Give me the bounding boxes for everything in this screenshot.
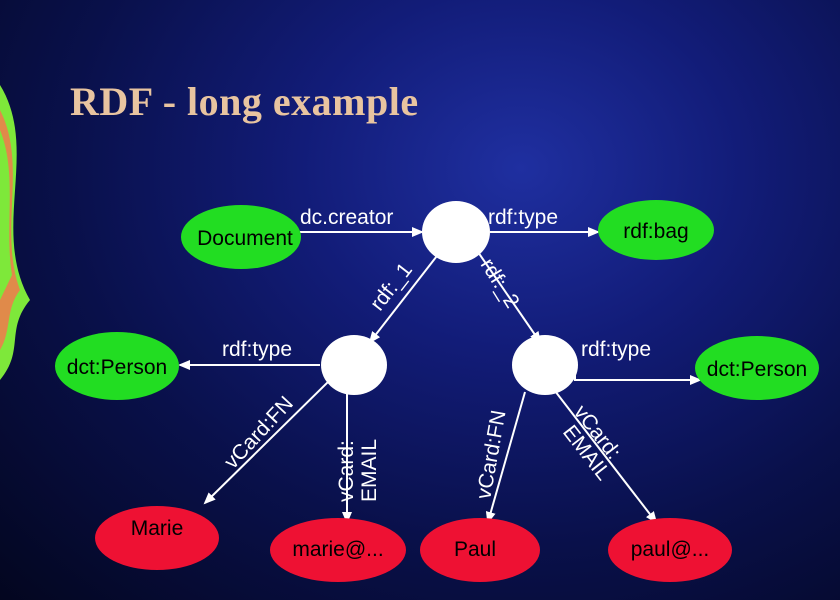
- node-paul-label: Paul: [454, 538, 496, 561]
- node-dct-person-right-label: dct:Person: [707, 358, 807, 381]
- nodes: Document rdf:bag dct:Person dct:Person M…: [55, 200, 819, 582]
- node-blank-left: [321, 335, 387, 395]
- decorative-swirl: [0, 85, 30, 380]
- label-vcard-fn-left: vCard:FN: [220, 392, 298, 473]
- label-vcard-fn-right: vCard:FN: [472, 408, 510, 500]
- node-marie-email-label: marie@...: [292, 538, 383, 561]
- node-dct-person-left-label: dct:Person: [67, 356, 167, 379]
- label-rdf-1: rdf:_1: [366, 259, 417, 315]
- label-vcard-email-left-2: EMAIL: [358, 439, 381, 502]
- node-blank-top: [422, 201, 490, 263]
- node-blank-right: [512, 335, 578, 395]
- node-paul-email-label: paul@...: [631, 538, 710, 561]
- label-rdf-type-right: rdf:type: [581, 338, 651, 361]
- label-rdf-2: rdf:_2: [476, 254, 524, 312]
- label-rdf-type-top: rdf:type: [488, 206, 558, 229]
- edges: [180, 232, 700, 522]
- node-marie-label: Marie: [131, 517, 184, 540]
- edge-rdf-type-right: [575, 368, 700, 380]
- edge-vcard-fn-left: [205, 380, 330, 503]
- label-vcard-email-left-1: vCard:: [335, 440, 358, 502]
- node-rdf-bag-label: rdf:bag: [623, 220, 688, 243]
- node-document-label: Document: [197, 227, 293, 250]
- label-rdf-type-left: rdf:type: [222, 338, 292, 361]
- label-dc-creator: dc.creator: [300, 206, 393, 229]
